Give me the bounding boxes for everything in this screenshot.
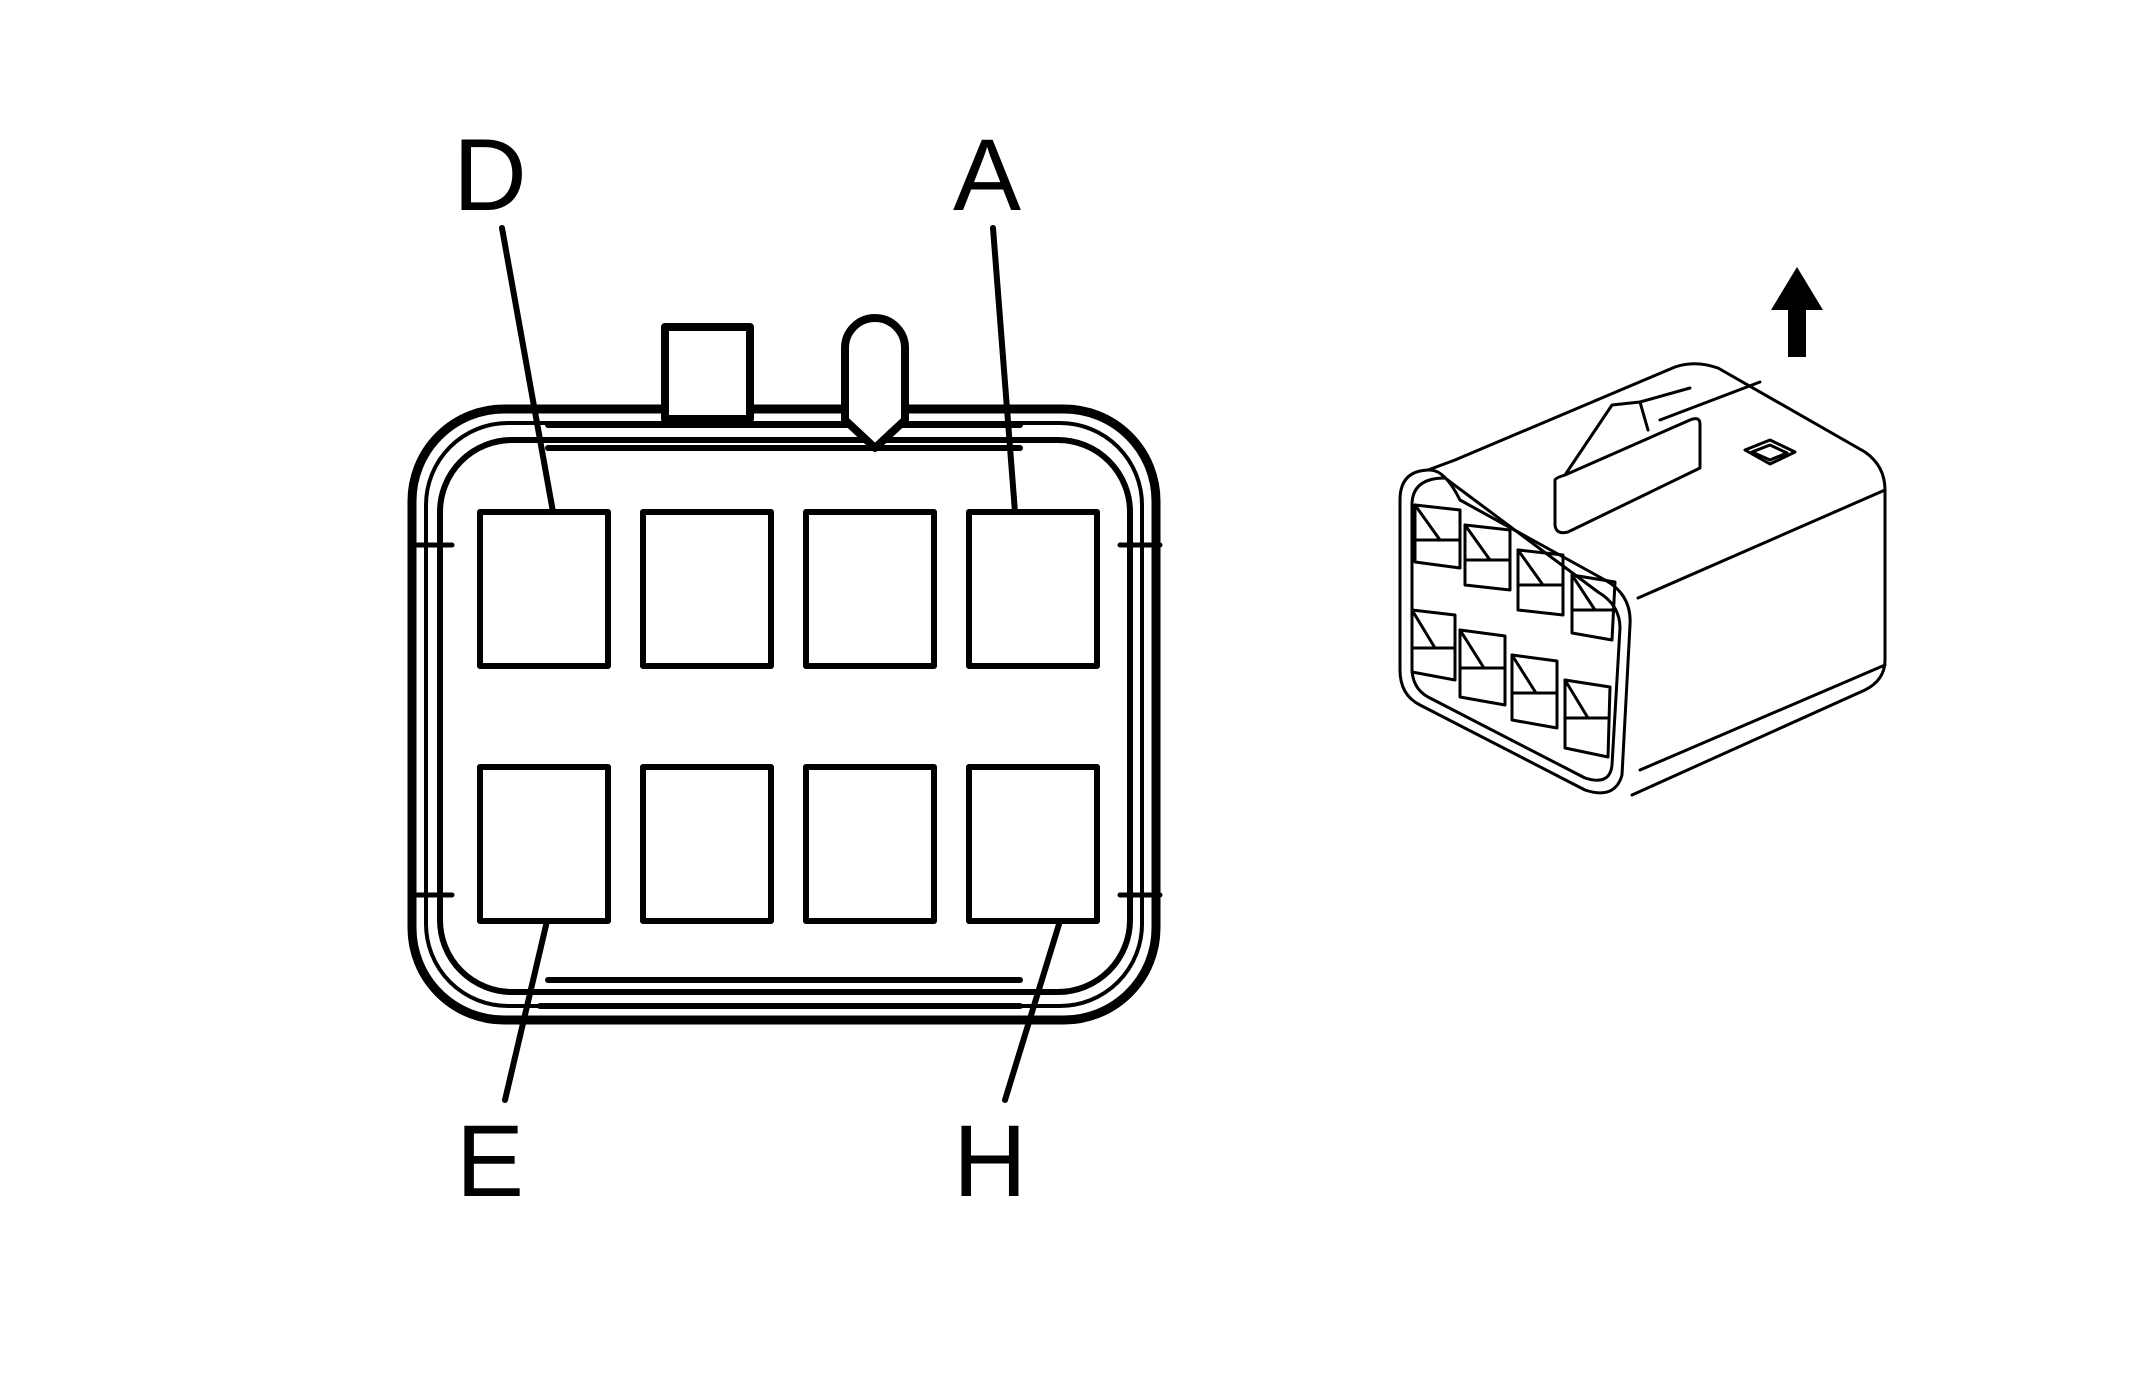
cavity-lower-3 <box>803 764 937 924</box>
leader-line-a <box>990 225 1018 515</box>
connector-face-view <box>407 225 1163 1103</box>
top-locking-tab <box>661 323 754 423</box>
iso-cavity-6-inner <box>1458 628 1507 670</box>
iso-cavity-8-inner <box>1563 678 1611 720</box>
iso-cavity-3 <box>1516 548 1565 617</box>
iso-window <box>1743 438 1797 466</box>
iso-front-face-outer <box>1398 468 1632 795</box>
arrow-up-icon <box>1771 267 1823 357</box>
cavity-lower-2 <box>640 764 774 924</box>
terminal-label-d: D <box>453 118 527 232</box>
cavity-e <box>477 764 611 924</box>
terminal-label-a: A <box>953 118 1021 232</box>
iso-latch-track <box>1638 380 1762 422</box>
cavity-upper-2 <box>640 509 774 669</box>
top-key-peg <box>841 314 909 452</box>
iso-cavity-7-inner <box>1510 653 1559 695</box>
iso-cavity-6 <box>1458 628 1507 707</box>
iso-cavity-4-inner <box>1570 573 1615 612</box>
housing-outer-outline <box>407 404 1161 1025</box>
cavity-upper-3 <box>803 509 937 669</box>
iso-cavity-2 <box>1463 523 1512 592</box>
iso-cavity-5 <box>1410 608 1457 682</box>
iso-cavity-1 <box>1413 503 1462 570</box>
iso-window-inner <box>1750 443 1789 462</box>
cavity-d <box>477 509 611 669</box>
iso-body-top <box>1426 362 1887 600</box>
iso-cavity-4 <box>1570 573 1617 642</box>
cavity-a <box>966 509 1100 669</box>
iso-latch-ramp <box>1563 400 1650 477</box>
iso-body-side-edge <box>1638 663 1887 772</box>
housing-inner-outline <box>437 437 1133 995</box>
iso-cavity-5-inner <box>1410 608 1457 650</box>
iso-latch <box>1553 417 1702 535</box>
iso-cavity-7 <box>1510 653 1559 730</box>
iso-cavity-8 <box>1563 678 1612 759</box>
iso-body-side <box>1630 488 1887 797</box>
iso-cavity-1-inner <box>1413 503 1462 542</box>
terminal-label-e: E <box>456 1104 524 1218</box>
leader-line-e <box>502 918 550 1103</box>
cavity-h <box>966 764 1100 924</box>
iso-front-face-inner <box>1410 476 1622 782</box>
iso-cavity-2-inner <box>1463 523 1512 562</box>
connector-iso-view <box>1398 362 1887 797</box>
terminal-label-h: H <box>953 1104 1027 1218</box>
leader-line-h <box>1002 918 1063 1103</box>
iso-cavity-3-inner <box>1516 548 1565 587</box>
leader-line-d <box>499 225 556 515</box>
